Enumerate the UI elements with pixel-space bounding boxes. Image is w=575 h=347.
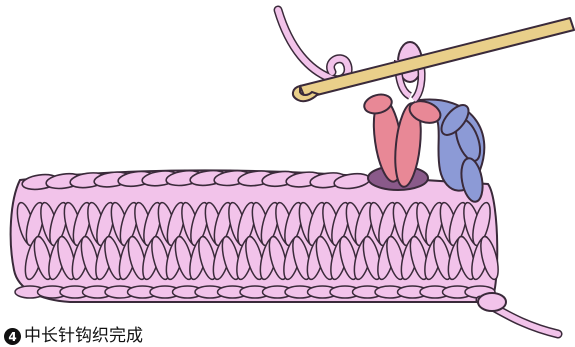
step-number-badge: 4	[4, 328, 21, 345]
caption-text: 中长针钩织完成	[24, 326, 143, 347]
crochet-fabric	[11, 169, 502, 302]
step-caption: 4 中长针钩织完成	[4, 326, 143, 347]
